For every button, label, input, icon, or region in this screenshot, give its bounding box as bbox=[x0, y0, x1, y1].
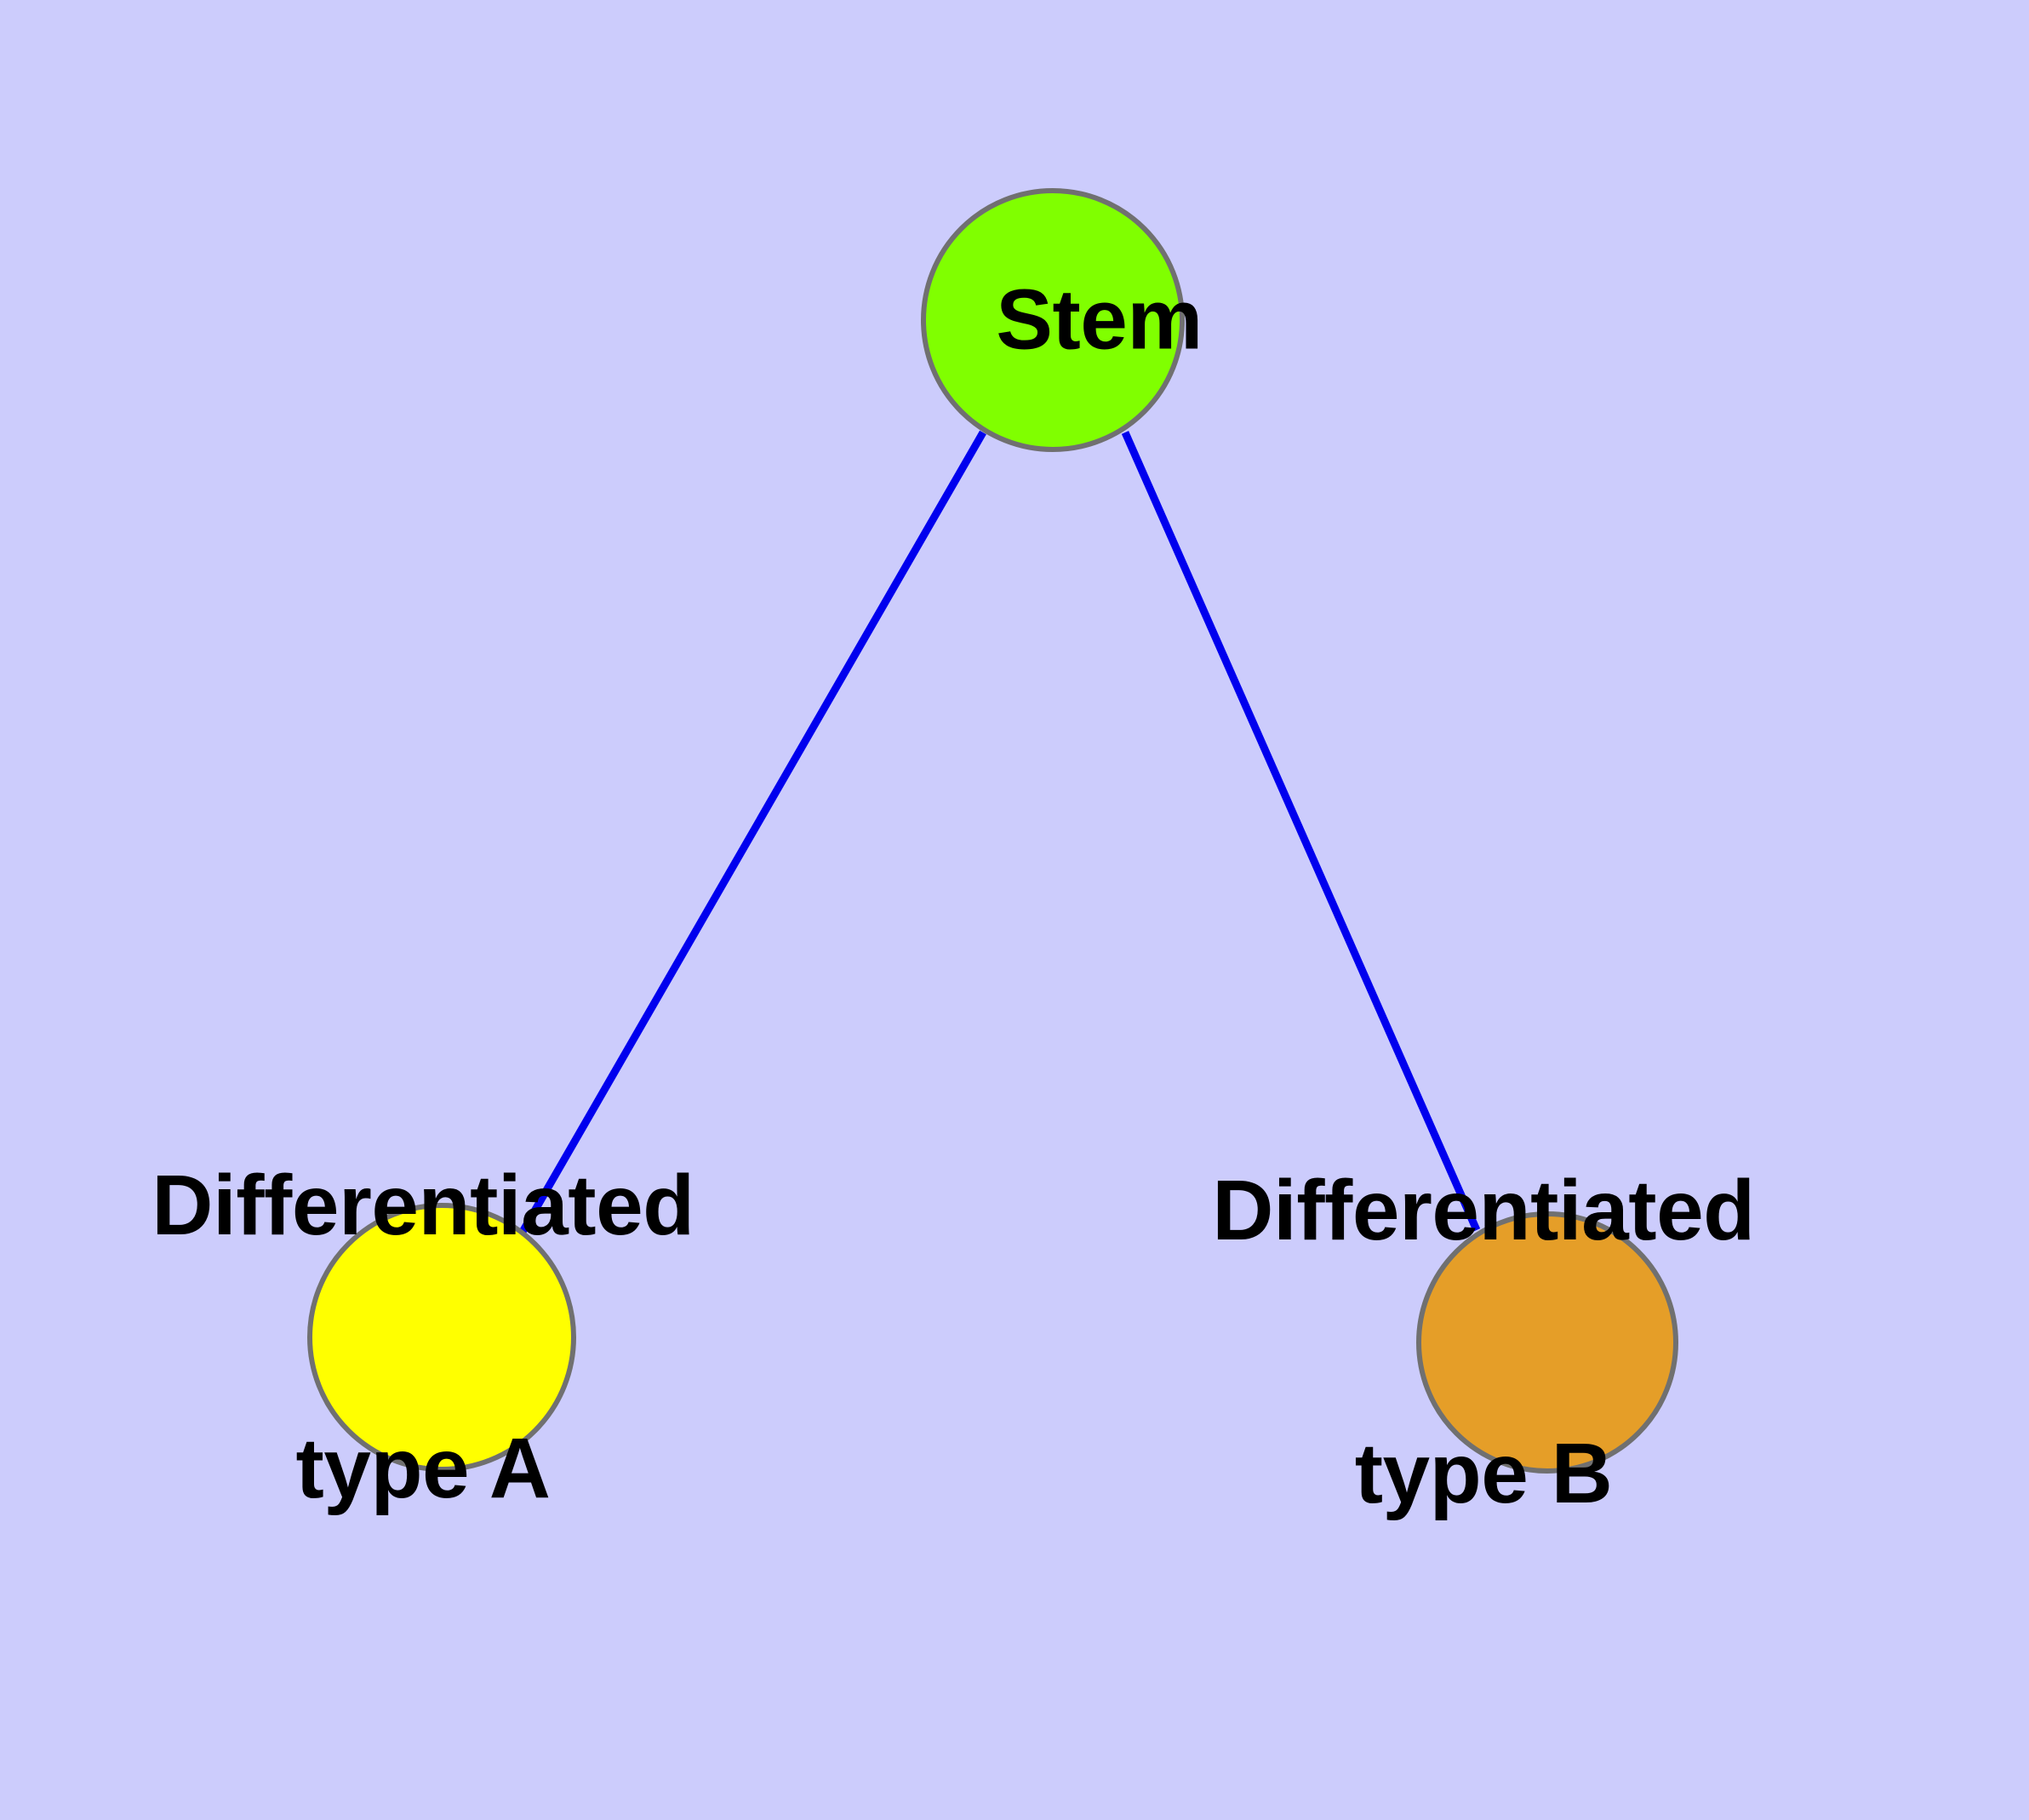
edge-stem-to-diff-b[interactable] bbox=[1121, 431, 1481, 1232]
edge-stem-to-diff-a[interactable] bbox=[519, 430, 986, 1234]
node-layer bbox=[307, 188, 1678, 1474]
edge-layer bbox=[519, 430, 1481, 1234]
node-differentiated-type-a[interactable] bbox=[307, 1203, 576, 1472]
node-differentiated-type-b[interactable] bbox=[1416, 1211, 1678, 1474]
node-stem[interactable] bbox=[921, 188, 1185, 452]
